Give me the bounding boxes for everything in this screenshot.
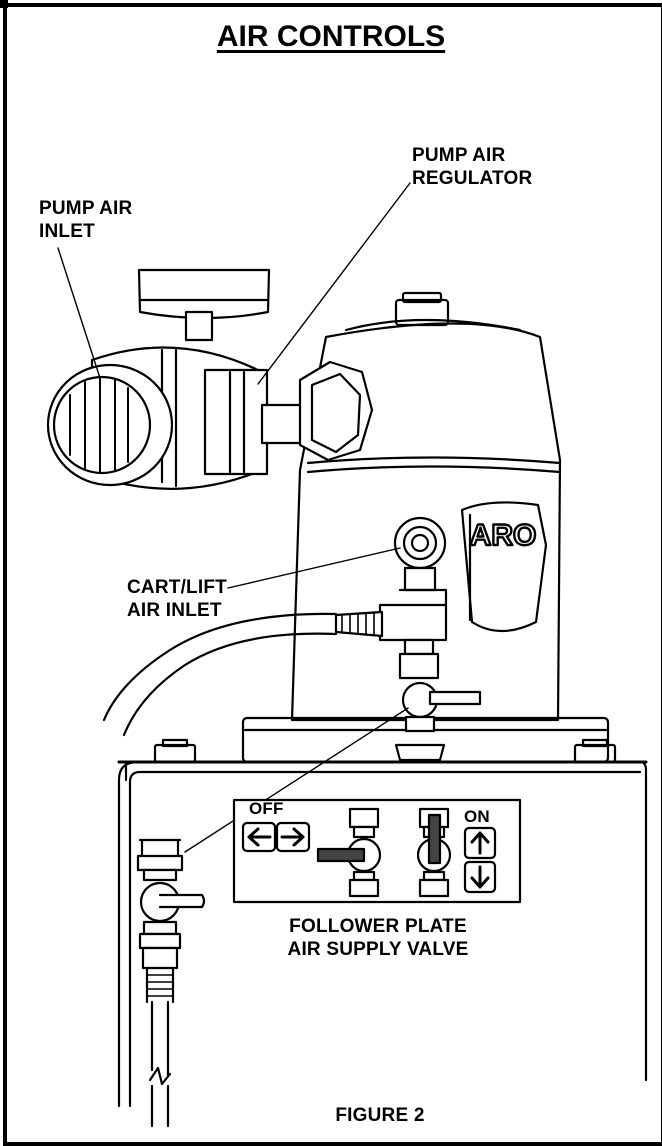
- arrow-down-icon: [463, 860, 497, 894]
- valve-position-legend: [232, 798, 522, 904]
- leader-lines: [57, 182, 411, 853]
- label-line: FOLLOWER PLATE: [289, 916, 467, 937]
- label-line: PUMP AIR: [39, 198, 133, 219]
- arrow-left-icon: [241, 821, 277, 853]
- cart-lift-fittings: [102, 516, 482, 762]
- label-pump-air-inlet: PUMP AIR INLET: [39, 197, 132, 243]
- figure-caption: FIGURE 2: [335, 1105, 425, 1126]
- corner-mark: [0, 0, 8, 8]
- label-line: AIR SUPPLY VALVE: [287, 939, 469, 960]
- valve-on-diagram: [416, 807, 452, 898]
- label-cart-lift-air-inlet: CART/LIFT AIR INLET: [127, 576, 227, 622]
- valve-off-diagram: [316, 807, 382, 898]
- pump-base-plate: [153, 716, 617, 764]
- label-on: ON: [464, 807, 490, 826]
- pump-air-regulator: [46, 268, 374, 490]
- detail-valve-hose: [136, 838, 206, 1128]
- label-line: CART/LIFT: [127, 577, 227, 598]
- label-line: AIR INLET: [127, 600, 222, 621]
- arrow-up-icon: [463, 826, 497, 860]
- page-title: AIR CONTROLS: [216, 20, 446, 53]
- aro-logo: ARO: [470, 519, 537, 552]
- arrow-right-icon: [275, 821, 311, 853]
- label-pump-air-regulator: PUMP AIR REGULATOR: [412, 144, 532, 190]
- pump-motor-housing: ARO: [290, 291, 562, 722]
- label-off: OFF: [249, 799, 284, 818]
- label-line: PUMP AIR: [412, 145, 506, 166]
- label-line: REGULATOR: [412, 168, 533, 189]
- label-line: INLET: [39, 221, 95, 242]
- label-follower-plate: FOLLOWER PLATE AIR SUPPLY VALVE: [240, 915, 516, 961]
